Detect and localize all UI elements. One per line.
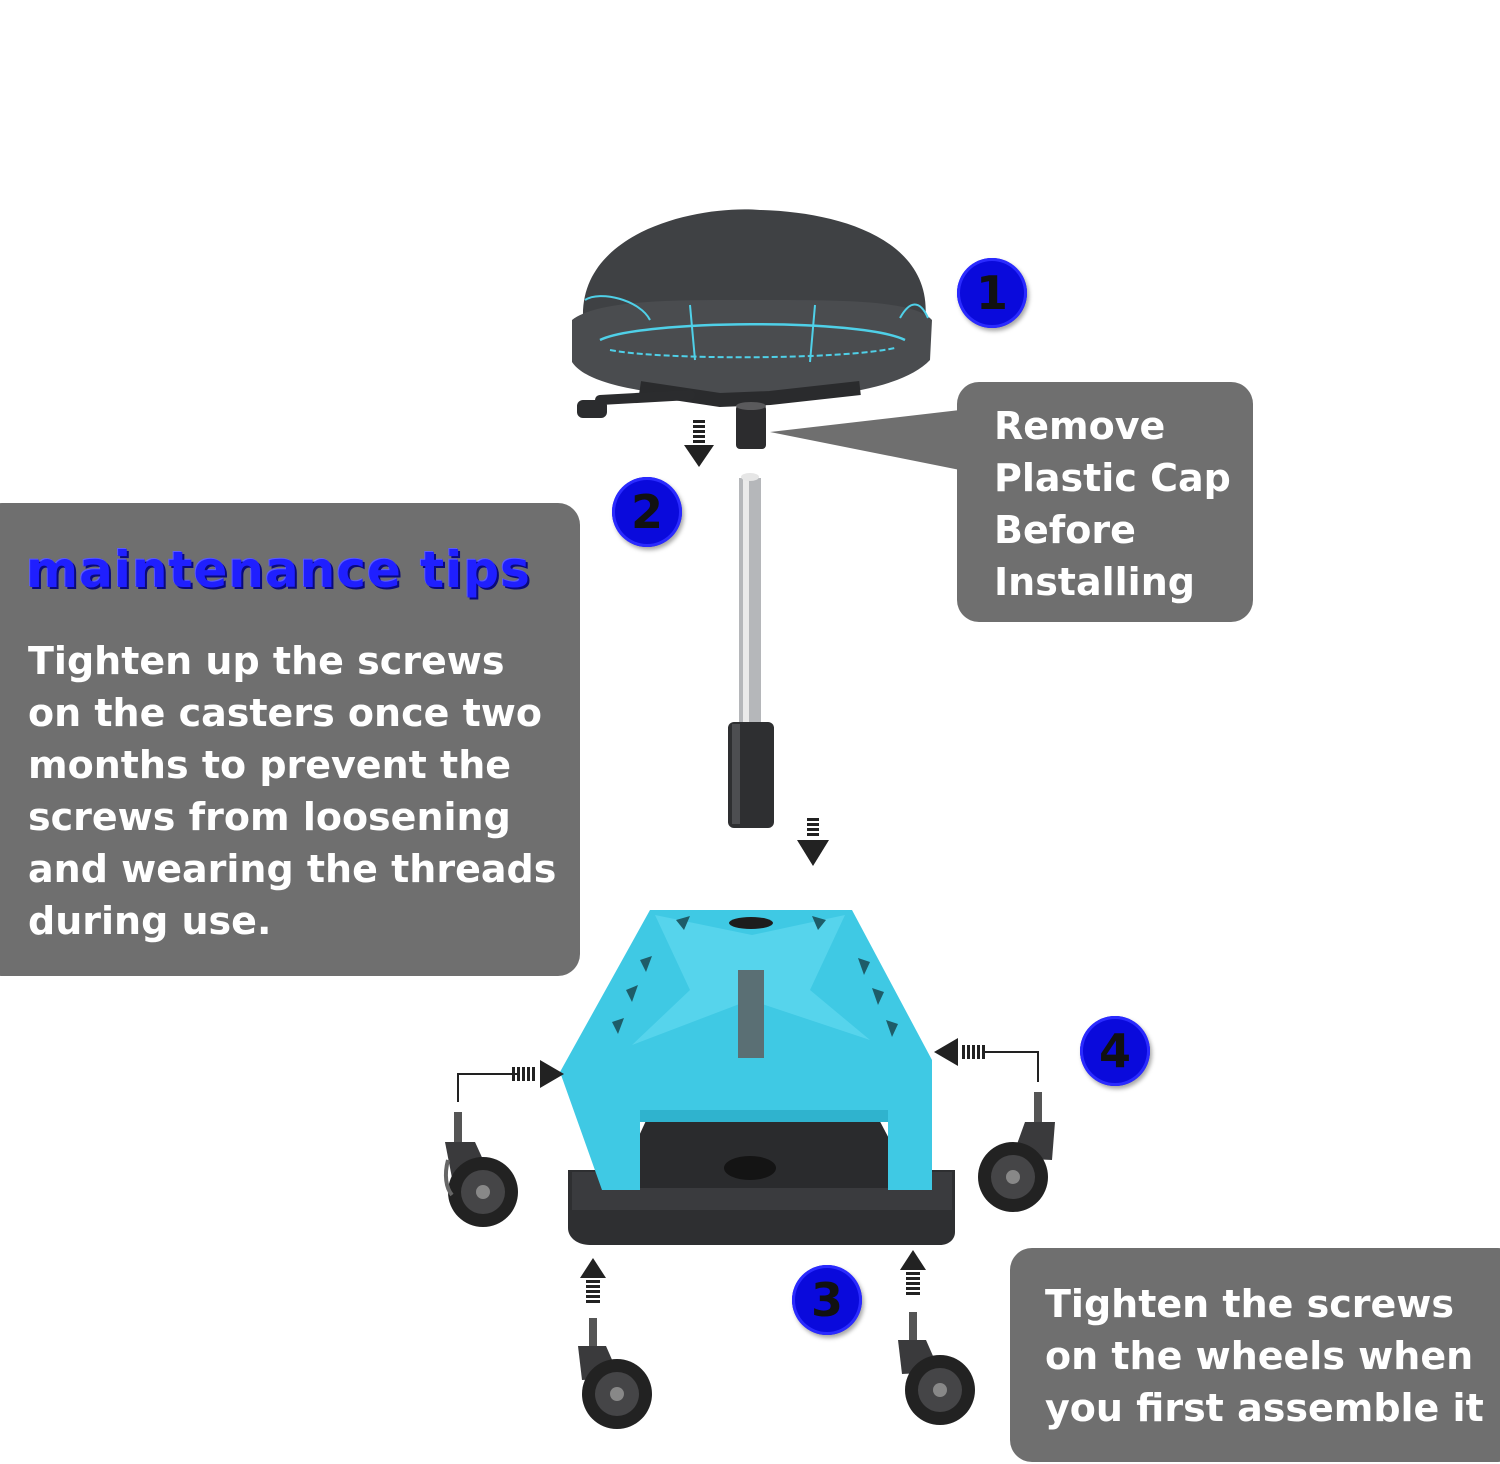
caster-bottom-left xyxy=(578,1318,652,1429)
gas-cylinder xyxy=(728,473,774,828)
step-badge-3: 3 xyxy=(792,1265,862,1335)
wheels-callout: Tighten the screws on the wheels when yo… xyxy=(1010,1248,1500,1462)
step-badge-1: 1 xyxy=(957,258,1027,328)
caster-right xyxy=(978,1092,1055,1212)
step-badge-2: 2 xyxy=(612,477,682,547)
plastic-cap-callout-text: Remove Plastic Cap Before Installing xyxy=(994,404,1231,604)
seat-cushion xyxy=(572,209,932,418)
arrow-left-wheel xyxy=(457,1060,564,1102)
stool-base xyxy=(560,910,955,1245)
maintenance-tips-panel: maintenance tips Tighten up the screws o… xyxy=(0,503,580,976)
step-badge-4: 4 xyxy=(1080,1016,1150,1086)
arrow-down-cylinder xyxy=(684,420,714,467)
caster-bottom-right xyxy=(898,1312,975,1425)
plastic-cap xyxy=(736,405,766,449)
arrow-right-wheel xyxy=(934,1038,1039,1082)
wheels-callout-text: Tighten the screws on the wheels when yo… xyxy=(1045,1282,1484,1430)
caster-left xyxy=(443,1112,518,1227)
maintenance-tips-body: Tighten up the screws on the casters onc… xyxy=(28,639,557,943)
maintenance-tips-title: maintenance tips xyxy=(26,541,531,599)
arrow-up-left-wheel xyxy=(580,1258,606,1303)
arrow-up-right-wheel xyxy=(900,1250,926,1295)
arrow-down-base xyxy=(797,818,829,866)
callout-pointer xyxy=(770,410,960,470)
plastic-cap-callout: Remove Plastic Cap Before Installing xyxy=(957,382,1253,622)
